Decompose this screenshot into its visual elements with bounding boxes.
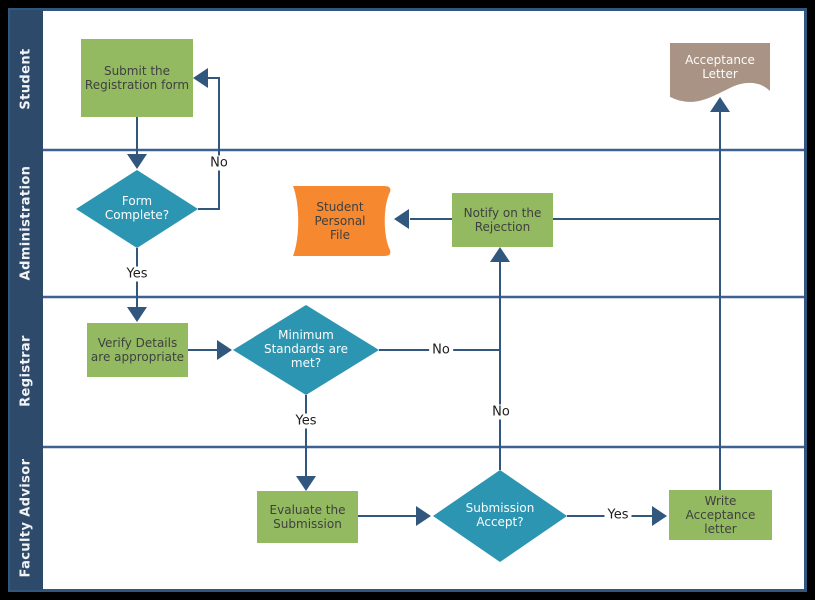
document-acceptance-letter <box>670 43 770 102</box>
swimlane-header-bar <box>10 10 43 590</box>
node-label: Verify Details are appropriate <box>90 335 185 364</box>
decision-minimum-standards <box>233 305 379 395</box>
edge-formcomplete-yes <box>127 248 147 322</box>
edge-label-form-yes: Yes <box>123 266 151 282</box>
edge-verify-to-minstandards <box>188 340 232 360</box>
node-label: Submit the Registration form <box>84 63 190 92</box>
edge-label-standards-yes: Yes <box>292 413 320 429</box>
decision-form-complete <box>76 170 198 248</box>
process-evaluate-submission: Evaluate the Submission <box>257 491 358 543</box>
decision-submission-accept <box>433 470 567 562</box>
lane-label-faculty-advisor: Faculty Advisor <box>18 458 34 578</box>
edge-label-accept-no: No <box>489 404 513 420</box>
edge-notify-to-studentfile <box>394 209 452 229</box>
edge-write-to-acceptanceletter <box>710 97 730 490</box>
node-label: Evaluate the Submission <box>269 502 346 531</box>
edge-label-accept-yes: Yes <box>604 507 632 523</box>
edge-minstandards-yes <box>296 395 316 491</box>
edge-label-standards-no: No <box>429 342 453 358</box>
edge-submissionaccept-no <box>490 247 510 470</box>
edge-submit-to-formcomplete <box>127 117 147 169</box>
lane-label-student: Student <box>18 48 34 110</box>
process-submit-registration-form: Submit the Registration form <box>81 39 193 117</box>
stored-data-student-personal-file <box>293 186 391 256</box>
lane-label-administration: Administration <box>18 165 34 281</box>
lane-label-registrar: Registrar <box>18 335 34 407</box>
process-verify-details: Verify Details are appropriate <box>87 323 188 377</box>
process-notify-rejection: Notify on the Rejection <box>452 193 553 247</box>
node-label: Notify on the Rejection <box>463 205 542 234</box>
edge-evaluate-to-submissionaccept <box>358 506 431 526</box>
node-label: Write Acceptance letter <box>685 493 756 537</box>
edge-label-form-no: No <box>207 155 231 171</box>
process-write-acceptance-letter: Write Acceptance letter <box>669 490 772 540</box>
edge-formcomplete-no <box>193 68 220 210</box>
